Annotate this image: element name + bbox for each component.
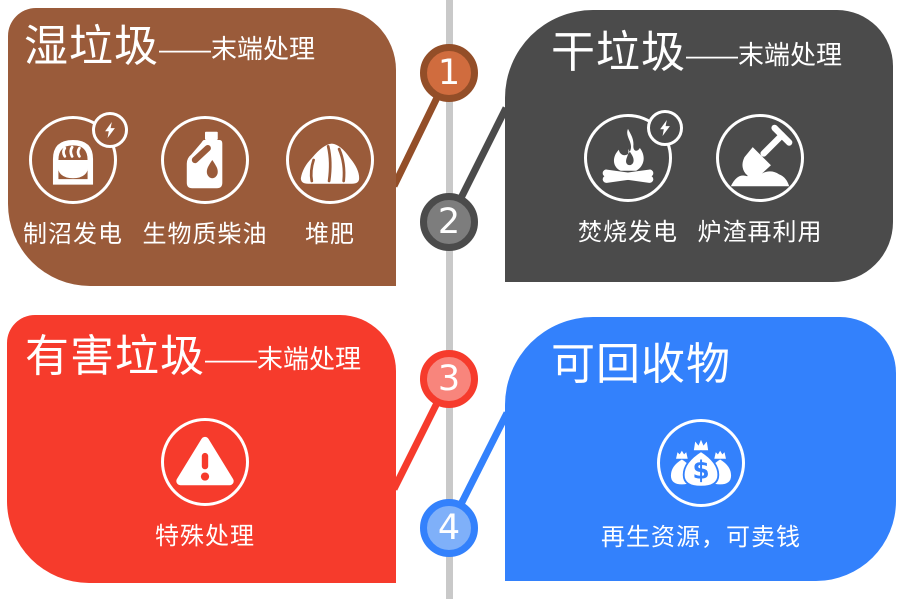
panel-recyclable: 可回收物 $ <box>505 317 896 581</box>
dry-item-slag: 炉渣再利用 <box>690 114 830 247</box>
harmful-item-special: 特殊处理 <box>135 418 275 551</box>
panel-wet-title: 湿垃圾 ——末端处理 <box>8 8 396 73</box>
lightning-badge-icon <box>92 112 128 148</box>
timeline-step-3: 3 <box>420 350 478 408</box>
harmful-item-special-label: 特殊处理 <box>155 523 255 550</box>
panel-dry-waste: 干垃圾 ——末端处理 焚烧发电 <box>505 10 893 282</box>
panel-harmful-title: 有害垃圾 ——末端处理 <box>7 315 396 383</box>
panel-dry-title-main: 干垃圾 <box>551 28 686 77</box>
lightning-badge-icon <box>647 110 683 146</box>
dry-item-slag-label: 炉渣再利用 <box>697 219 823 246</box>
dry-item-incineration-label: 焚烧发电 <box>578 219 678 246</box>
panel-harmful-title-main: 有害垃圾 <box>25 332 205 381</box>
dry-item-incineration: 焚烧发电 <box>558 110 698 247</box>
panel-recyclable-title-main: 可回收物 <box>551 340 731 389</box>
recyclable-item-resources-label: 再生资源，可卖钱 <box>601 524 801 551</box>
panel-harmful-waste: 有害垃圾 ——末端处理 特殊处理 <box>7 315 396 583</box>
timeline-step-4: 4 <box>420 499 478 557</box>
timeline-step-2: 2 <box>420 193 478 251</box>
panel-wet-title-suffix: ——末端处理 <box>159 33 316 64</box>
compost-pile-icon <box>286 116 374 204</box>
biodiesel-jug-icon <box>161 116 249 204</box>
panel-wet-title-main: 湿垃圾 <box>24 22 159 71</box>
money-bags-icon: $ <box>657 419 745 507</box>
timeline-step-1-number: 1 <box>437 52 461 93</box>
timeline-vertical-line <box>446 0 453 599</box>
wet-item-biodiesel-label: 生物质柴油 <box>142 221 268 248</box>
wet-item-compost: 堆肥 <box>260 116 400 249</box>
panel-wet-waste: 湿垃圾 ——末端处理 制沼发电 <box>8 8 396 286</box>
wet-item-biodiesel: 生物质柴油 <box>135 116 275 249</box>
biogas-power-icon <box>29 112 128 204</box>
incineration-fire-icon <box>584 110 683 202</box>
wet-item-biogas: 制沼发电 <box>3 112 143 249</box>
timeline-step-3-number: 3 <box>437 358 461 399</box>
wet-item-biogas-label: 制沼发电 <box>23 221 123 248</box>
panel-dry-title-suffix: ——末端处理 <box>686 39 843 70</box>
slag-shovel-icon <box>716 114 804 202</box>
panel-recyclable-title: 可回收物 <box>505 317 896 391</box>
wet-item-compost-label: 堆肥 <box>305 221 355 248</box>
timeline-step-1: 1 <box>420 44 478 102</box>
svg-text:$: $ <box>692 455 709 484</box>
timeline-step-2-number: 2 <box>437 201 461 242</box>
hazard-warning-icon <box>161 418 249 506</box>
panel-harmful-title-suffix: ——末端处理 <box>205 343 362 374</box>
timeline-step-4-number: 4 <box>437 507 461 548</box>
panel-dry-title: 干垃圾 ——末端处理 <box>505 10 893 79</box>
recyclable-item-resources: $ 再生资源，可卖钱 <box>581 419 821 552</box>
